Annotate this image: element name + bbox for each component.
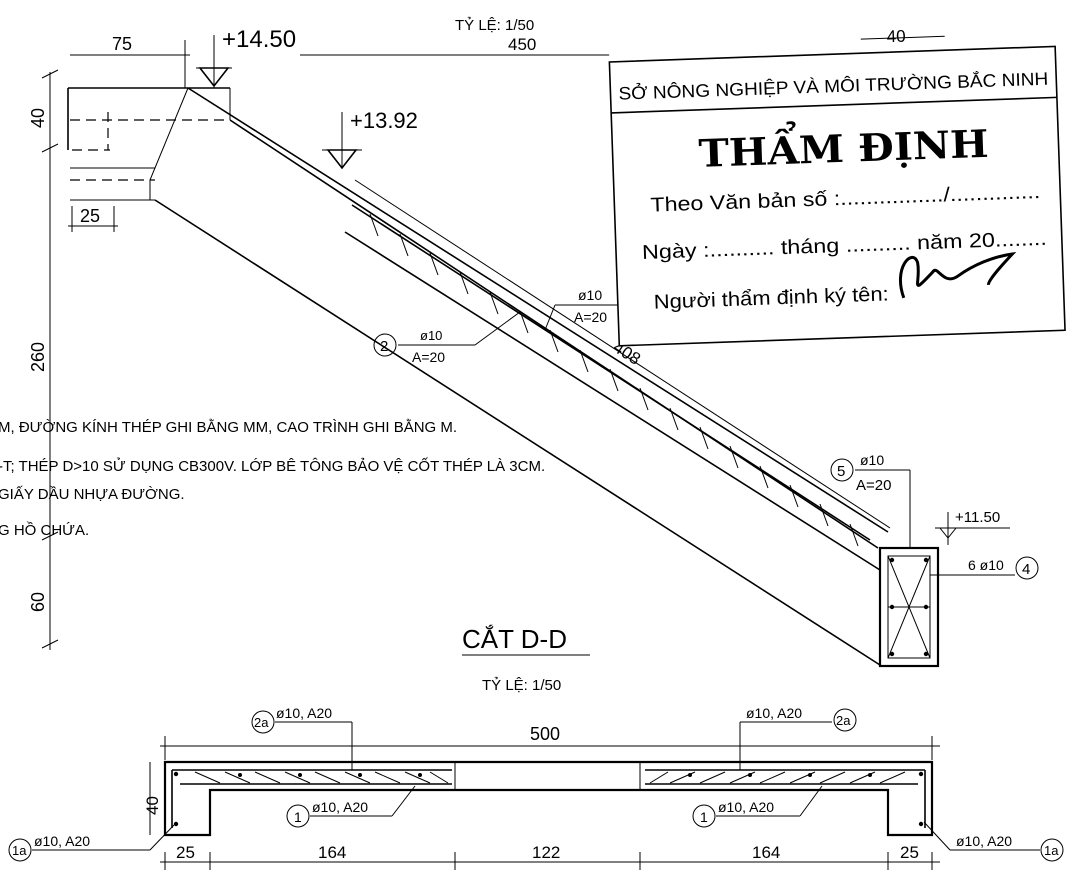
bottom-beam <box>878 546 940 668</box>
bar-1-right-text: ø10, A20 <box>718 799 774 815</box>
bar-1a-right-text: ø10, A20 <box>956 833 1012 849</box>
bottom-dim-25-left: 25 <box>176 843 195 862</box>
bar-1-left-bubble <box>286 804 310 828</box>
note-line-1: M, ĐƯỜNG KÍNH THÉP GHI BẰNG MM, CAO TRÌN… <box>0 418 457 436</box>
slab-stirrups <box>369 213 859 547</box>
bar-4-number: 4 <box>1022 561 1030 578</box>
bottom-dim-25-right: 25 <box>900 843 919 862</box>
approval-stamp: 40 SỞ NÔNG NGHIỆP VÀ MÔI TRƯỜNG BẮC NINH… <box>608 27 1072 347</box>
bar-2-number: 2 <box>380 338 388 355</box>
dim-40-vertical: 40 <box>28 108 48 128</box>
bar-3-spacing: A=20 <box>574 309 607 325</box>
bar-2-bubble <box>373 333 397 357</box>
bar-1a-left-text: ø10, A20 <box>34 833 90 849</box>
bar-1a-left-bubble <box>8 838 32 862</box>
note-line-2: -T; THÉP D>10 SỬ DỤNG CB300V. LỚP BÊ TÔN… <box>0 457 545 475</box>
dim-25: 25 <box>80 206 100 226</box>
stamp-dim-40: 40 <box>886 27 906 47</box>
section-title: CẮT D-D <box>462 624 567 654</box>
section-stirrups-right <box>649 771 906 784</box>
slab-top-line <box>187 87 889 533</box>
bar-5-bubble <box>830 458 854 482</box>
section-stirrups-left <box>194 771 449 784</box>
bar-2a-left-text: ø10, A20 <box>276 705 332 721</box>
bar-2a-left-number: 2a <box>254 715 269 730</box>
slab-top-inner-line <box>229 119 879 549</box>
note-line-3: GIẤY DẦU NHỰA ĐƯỜNG. <box>0 486 185 503</box>
stamp-border <box>608 45 1066 347</box>
slab-bottom-line <box>154 199 881 666</box>
section-rebar-dots <box>173 771 924 827</box>
dim-500: 500 <box>530 724 560 744</box>
bar-1-left-number: 1 <box>294 809 302 825</box>
bottom-dim-164-left: 164 <box>318 843 346 862</box>
bar-1a-right-bubble <box>1040 838 1064 862</box>
bar-5-dia: ø10 <box>860 452 884 468</box>
slab-reinf-bottom <box>344 231 881 571</box>
signature <box>898 251 1017 299</box>
section-outline <box>163 760 934 837</box>
bar-2-spacing: A=20 <box>412 349 445 365</box>
bar-1-right-bubble <box>692 804 716 828</box>
bottom-dim-122: 122 <box>532 843 560 862</box>
bar-5-spacing: A=20 <box>856 477 891 494</box>
landing-edge-slope <box>149 87 189 200</box>
bottom-dim-164-right: 164 <box>752 843 780 862</box>
bar-2a-right-number: 2a <box>836 713 851 728</box>
bar-2a-right-text: ø10, A20 <box>746 705 802 721</box>
bar-2a-right-bubble <box>833 708 857 732</box>
dim-75: 75 <box>112 34 132 54</box>
bar-4-bubble <box>1015 556 1039 580</box>
beam-rebar-dots <box>889 557 929 657</box>
section-scale: TỶ LỆ: 1/50 <box>482 677 561 694</box>
elevation-bottom: +11.50 <box>955 509 1000 526</box>
elevation-mid: +13.92 <box>350 108 418 133</box>
dim-line-408 <box>354 179 891 529</box>
scale-label-top: TỶ LỆ: 1/50 <box>455 17 534 34</box>
bar-1-left-text: ø10, A20 <box>312 799 368 815</box>
stamp-divider <box>611 96 1057 114</box>
bar-5-number: 5 <box>837 463 845 480</box>
note-line-4: G HỒ CHỨA. <box>0 521 89 539</box>
bar-1a-left-number: 1a <box>12 843 27 858</box>
elevation-top: +14.50 <box>222 26 296 53</box>
bar-1a-right-number: 1a <box>1044 843 1059 858</box>
section-dim-40: 40 <box>143 796 162 815</box>
bar-4-text: 6 ø10 <box>968 557 1004 573</box>
bar-1-right-number: 1 <box>700 809 708 825</box>
bar-2a-left-bubble <box>251 710 275 734</box>
bar-3-dia: ø10 <box>578 287 602 303</box>
dim-60-vertical: 60 <box>28 592 48 612</box>
bar-2-dia: ø10 <box>420 328 442 343</box>
dim-260-vertical: 260 <box>28 342 48 372</box>
dim-450: 450 <box>508 35 536 54</box>
